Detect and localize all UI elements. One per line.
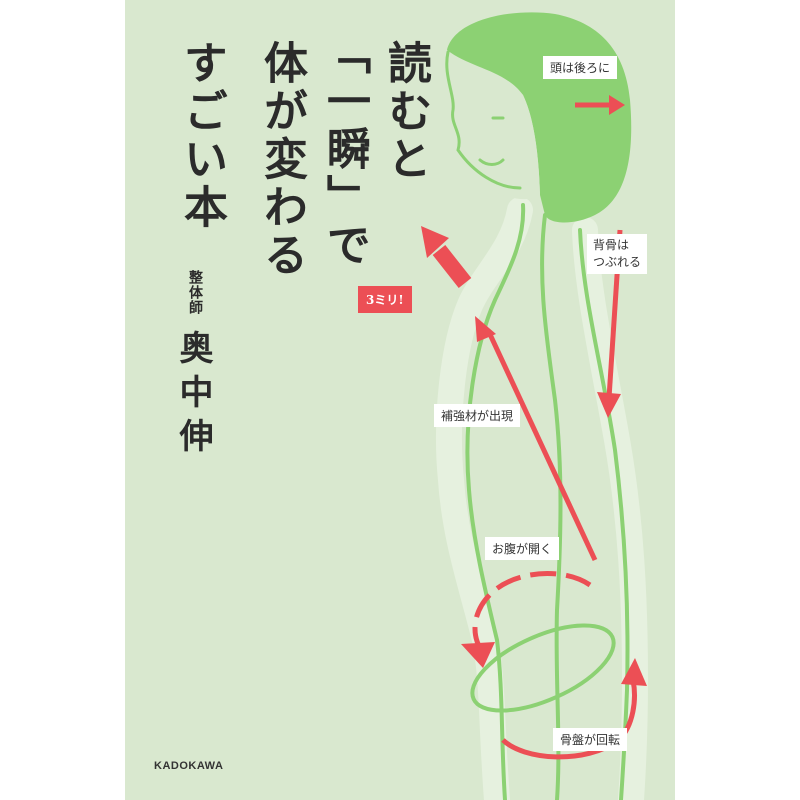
body-outline xyxy=(436,197,533,800)
body-front-line xyxy=(465,203,526,800)
label-brace: 補強材が出現 xyxy=(434,404,521,427)
label-pelvis-rotate: 骨盤が回転 xyxy=(553,728,628,751)
face-profile xyxy=(446,50,540,200)
up-arrow-3mm xyxy=(421,226,472,288)
author-role: 整体師 xyxy=(187,270,203,315)
label-belly-open: お腹が開く xyxy=(485,537,560,560)
pelvis-ring xyxy=(470,623,616,713)
title-line-3: 体が変わる xyxy=(256,40,307,280)
author-name: 奥中伸 xyxy=(173,330,213,462)
spine-line xyxy=(540,213,563,800)
label-spine-line-2: つぶれる xyxy=(593,255,642,269)
book-cover: 読むと 「一瞬」で 体が変わる すごい本 整体師 奥中伸 KADOKAWA 頭は… xyxy=(125,0,675,800)
brace-arrow xyxy=(475,316,598,562)
face-line xyxy=(445,50,522,190)
label-head-back: 頭は後ろに xyxy=(543,56,618,79)
label-spine-line-1: 背骨は xyxy=(593,238,630,252)
back-outline xyxy=(572,217,649,800)
title-line-4: すごい本 xyxy=(176,40,227,232)
belly-circle-arrow xyxy=(461,571,592,668)
mouth xyxy=(478,158,505,166)
title-line-1: 読むと xyxy=(380,40,431,184)
title-line-2: 「一瞬」で xyxy=(319,30,370,270)
label-three-mm: 3ミリ! xyxy=(358,286,412,313)
label-spine: 背骨は つぶれる xyxy=(587,234,648,274)
publisher-logo: KADOKAWA xyxy=(154,760,224,772)
head-arrow xyxy=(575,95,625,115)
posture-illustration xyxy=(421,12,649,800)
